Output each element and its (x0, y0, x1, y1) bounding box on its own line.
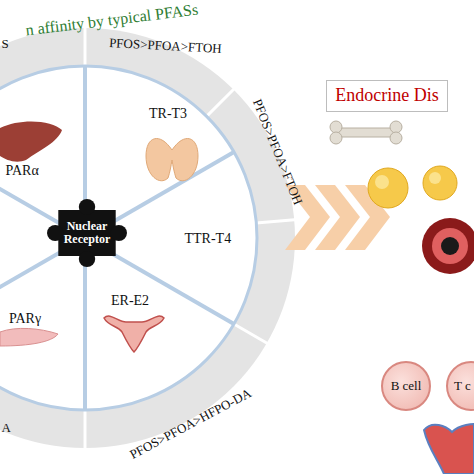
node-text: B cell (391, 379, 422, 393)
b-cell: B cell (381, 361, 431, 411)
vessel-icon (422, 218, 474, 274)
ring-text: PFOS>PFOA>HFPO-DA (127, 386, 253, 462)
heading-box: Endocrine Dis (326, 80, 448, 112)
vessel-wall (432, 228, 468, 264)
uterus-icon (104, 316, 164, 352)
wheel-spokes (0, 66, 234, 410)
receptor-puzzle: Nuclear Receptor (46, 198, 128, 268)
receptor-label: TTR-T4 (185, 231, 232, 246)
receptor-label: TR-T3 (149, 106, 187, 121)
fat-cell (368, 168, 408, 208)
ring-text: PFOS>PFOA>FTOH (108, 36, 221, 56)
organ-icon (424, 424, 474, 474)
vessel-lumen (441, 237, 459, 255)
inner-disc (0, 66, 257, 410)
ring-text: S (2, 37, 9, 51)
node-text: Endocrine Dis (335, 86, 438, 106)
receptor-label: PARα (6, 163, 39, 178)
fat-cell-highlight (429, 172, 441, 184)
tissue-icon (0, 328, 58, 346)
node-text: Nuclear Receptor (57, 220, 117, 246)
node-text: T c (454, 379, 471, 393)
ring-text: A (2, 421, 11, 435)
t-cell: T c (446, 361, 474, 411)
arc-title: n affinity by typical PFASs (25, 0, 199, 39)
receptor-label: ER-E2 (111, 293, 149, 308)
fat-cell (423, 166, 457, 200)
receptor-label: PARγ (9, 311, 41, 326)
outer-ring (0, 28, 295, 448)
bone-icon (330, 121, 402, 144)
fat-cell-highlight (375, 175, 389, 189)
liver-icon (0, 121, 62, 161)
thyroid-icon (146, 139, 198, 181)
ring-text: PFOS>PFOA>FTOH (249, 97, 304, 207)
